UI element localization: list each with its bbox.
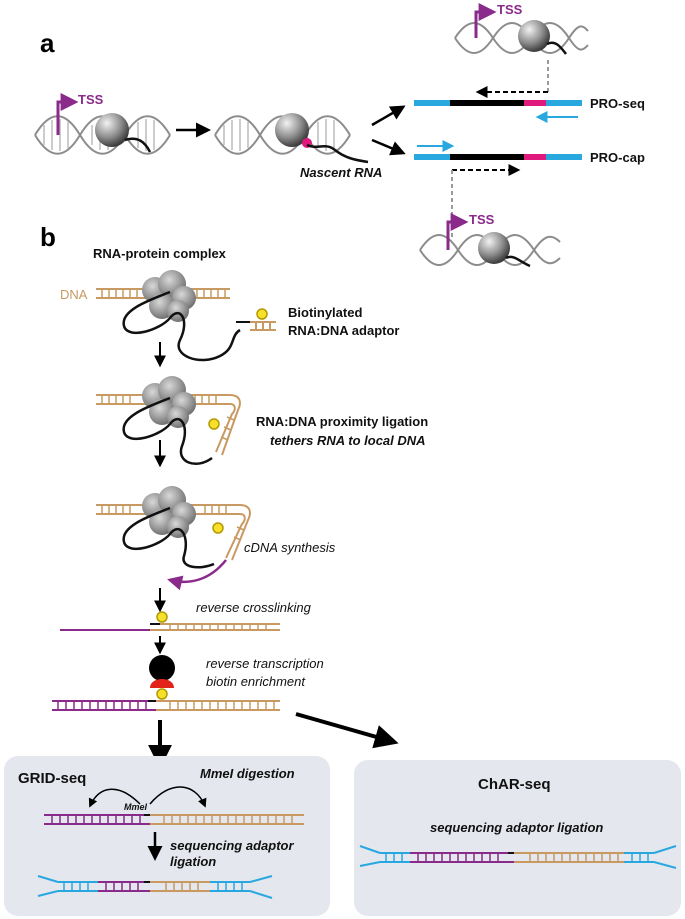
mmel-arrow-left xyxy=(88,788,141,808)
streptavidin-bead xyxy=(149,655,175,681)
tss-arrow-2 xyxy=(474,3,497,38)
tss-label-2: TSS xyxy=(497,2,523,17)
proximity-label-1: RNA:DNA proximity ligation xyxy=(256,414,428,429)
dna-label: DNA xyxy=(60,287,88,302)
polymerase-pro-seq xyxy=(518,20,550,52)
streptavidin xyxy=(150,679,174,688)
polymerase-2 xyxy=(275,113,309,147)
protein-complex-1 xyxy=(142,270,196,322)
reverse-crosslinking-label: reverse crosslinking xyxy=(196,600,312,615)
protein-complex-3 xyxy=(142,486,196,538)
cdna-strand xyxy=(167,559,227,591)
tss-label-3: TSS xyxy=(469,212,495,227)
grid-adaptor-label-1: sequencing adaptor xyxy=(170,838,294,853)
protein-complex-2 xyxy=(142,376,196,428)
biotin-dot-3 xyxy=(212,522,224,534)
rna-strand-pro-seq xyxy=(546,41,567,55)
biotin-dot-5 xyxy=(156,688,168,700)
rna-strand-step1 xyxy=(122,290,241,362)
grid-seq-library xyxy=(37,875,273,899)
panel-a-letter: a xyxy=(40,28,55,58)
cdna-synthesis-label: cDNA synthesis xyxy=(244,540,336,555)
arrow-a2-down xyxy=(371,138,406,156)
tss-arrow-3 xyxy=(446,213,469,250)
double-strand-product xyxy=(52,700,280,711)
adaptor-label-2: RNA:DNA adaptor xyxy=(288,323,399,338)
pro-cap-label: PRO-cap xyxy=(590,150,645,165)
biotin-dot-4 xyxy=(156,611,168,623)
proximity-label-2: tethers RNA to local DNA xyxy=(270,433,426,448)
dna-helix-1 xyxy=(34,115,171,155)
rna-strand-2 xyxy=(306,143,369,164)
biotin-dot-1 xyxy=(256,308,268,320)
mmel-arrow-right xyxy=(149,786,207,808)
polymerase-pro-cap xyxy=(478,232,510,264)
mmel-site-label: MmeI xyxy=(124,802,148,812)
biotin-dot-2 xyxy=(208,418,220,430)
rt-label-2: biotin enrichment xyxy=(206,674,306,689)
rt-label-1: reverse transcription xyxy=(206,656,324,671)
arrow-a2-up xyxy=(371,105,406,127)
rna-strand-1 xyxy=(124,137,152,153)
adaptor-label-1: Biotinylated xyxy=(288,305,362,320)
rna-strand-step3 xyxy=(122,506,215,569)
grid-seq-title: GRID-seq xyxy=(18,770,86,787)
arrow-to-char-seq xyxy=(295,712,399,749)
polymerase-1 xyxy=(95,113,129,147)
rna-strand-step2 xyxy=(122,396,213,465)
adaptor-step1 xyxy=(236,308,276,331)
char-seq-title: ChAR-seq xyxy=(478,776,551,793)
panel-b-letter: b xyxy=(40,222,56,252)
rna-protein-complex-label: RNA-protein complex xyxy=(93,246,227,261)
tss-label-1: TSS xyxy=(78,92,104,107)
mmel-digestion-label: MmeI digestion xyxy=(200,766,295,781)
pro-seq-label: PRO-seq xyxy=(590,96,645,111)
char-seq-box xyxy=(354,760,681,916)
grid-seq-fragment xyxy=(44,814,304,825)
rna-strand-pro-cap xyxy=(505,255,531,268)
nascent-rna-label: Nascent RNA xyxy=(300,165,382,180)
tss-arrow-1 xyxy=(56,93,79,135)
linear-product-step4 xyxy=(60,611,280,631)
grid-seq-box xyxy=(4,756,330,916)
grid-adaptor-label-2: ligation xyxy=(170,854,216,869)
char-seq-library xyxy=(359,845,677,869)
char-seq-adaptor-label: sequencing adaptor ligation xyxy=(430,820,603,835)
